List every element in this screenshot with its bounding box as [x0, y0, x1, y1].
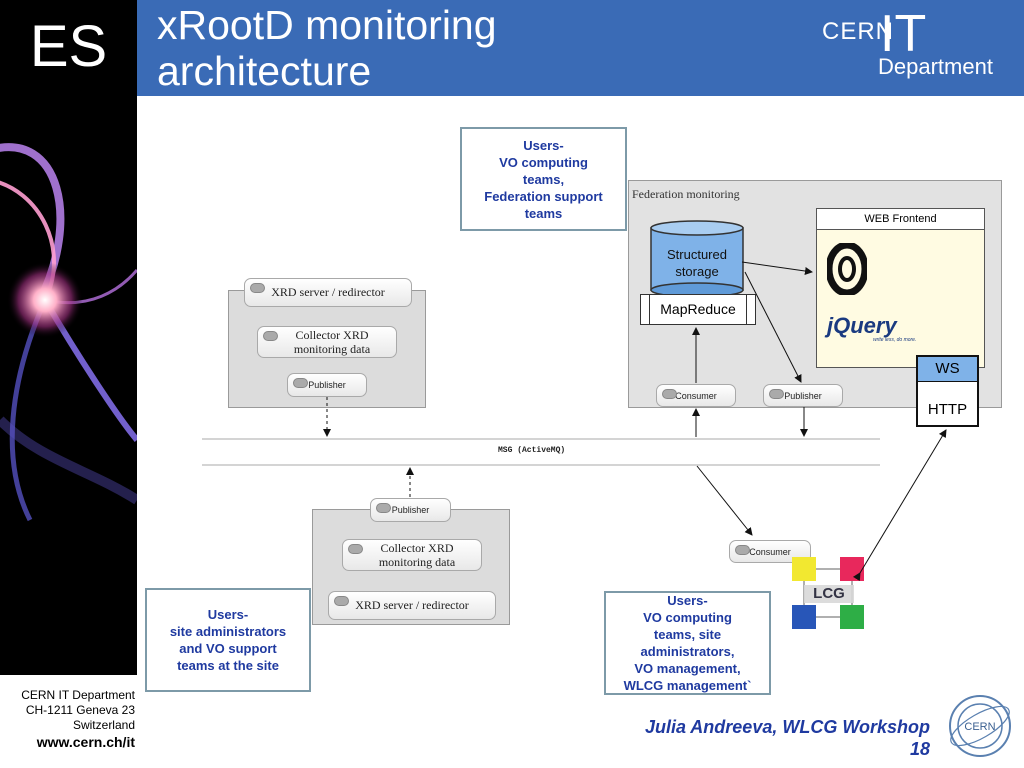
msg-to-wlcg-consumer-arrow — [696, 465, 753, 536]
jquery-tagline: write less, do more. — [873, 337, 917, 343]
users-site-box: Users- site administrators and VO suppor… — [145, 588, 311, 692]
server-icon — [250, 283, 265, 293]
lcg-text: LCG — [813, 585, 845, 602]
json-logo-icon — [825, 241, 869, 297]
users-right-line: VO computing — [643, 610, 732, 625]
federation-consumer-pill: Consumer — [656, 384, 736, 407]
lcg-logo: LCG — [792, 557, 866, 631]
users-wlcg-box: Users- VO computing teams, site administ… — [604, 591, 771, 695]
publisher-icon — [293, 378, 308, 388]
upper-xrd-server-pill: XRD server / redirector — [244, 278, 412, 307]
consumer-label: Consumer — [749, 546, 791, 557]
plasma-sidebar: ES — [0, 0, 137, 675]
publisher-label: Publisher — [391, 505, 430, 515]
credit-text: Julia Andreeva, WLCG Workshop — [644, 717, 930, 737]
consumer-icon — [735, 545, 750, 555]
server-icon — [334, 596, 349, 606]
upper-publisher-pill: Publisher — [287, 373, 367, 397]
http-label: HTTP — [927, 401, 968, 418]
structured-storage-label: Structured storage — [667, 247, 727, 279]
footer-line: Switzerland — [72, 718, 135, 732]
federation-publisher-pill: Publisher — [763, 384, 843, 407]
lower-collector-pill: Collector XRD monitoring data — [342, 539, 482, 571]
consumer-icon — [662, 389, 677, 399]
users-top-line: teams — [524, 205, 563, 221]
xrd-server-label: XRD server / redirector — [271, 285, 385, 299]
ws-http-box: WS HTTP — [916, 355, 979, 427]
lower-publisher-pill: Publisher — [370, 498, 451, 522]
logo-department-text: Department — [878, 54, 993, 79]
section-tag: ES — [29, 14, 108, 79]
plasma-image — [0, 143, 137, 522]
page-number: 18 — [909, 739, 930, 759]
collector-label: Collector XRD monitoring data — [293, 328, 371, 356]
publisher-label: Publisher — [308, 380, 346, 390]
users-top-line: Users- — [523, 137, 564, 153]
publisher-icon — [769, 389, 784, 399]
cern-emblem-icon: CERN — [944, 690, 1016, 762]
users-right-line: VO management, — [634, 661, 741, 676]
users-left-line: Users- — [207, 607, 249, 622]
msg-activemq-label: MSG (ActiveMQ) — [498, 446, 566, 455]
logo-it-text: IT — [880, 5, 927, 63]
footer-line: CH-1211 Geneva 23 — [25, 703, 135, 717]
xrd-server-label: XRD server / redirector — [355, 598, 469, 612]
users-left-line: and VO support — [179, 641, 277, 656]
collector-icon — [348, 544, 363, 554]
ws-label: WS — [918, 357, 977, 382]
users-right-line: teams, site — [653, 627, 722, 642]
wlcg-consumer-pill: Consumer — [729, 540, 811, 563]
cern-it-logo: CERN IT Department — [818, 5, 1018, 82]
slide-title: xRootD monitoring architecture — [157, 2, 497, 94]
consumer-label: Consumer — [675, 390, 717, 401]
users-right-line: administrators, — [640, 644, 735, 659]
publisher-label: Publisher — [784, 390, 822, 401]
upper-collector-pill: Collector XRD monitoring data — [257, 326, 397, 358]
footer-line: CERN IT Department — [21, 688, 135, 702]
federation-monitoring-title: Federation monitoring — [632, 187, 740, 201]
footer-address: CERN IT Department CH-1211 Geneva 23 Swi… — [0, 688, 135, 750]
users-right-line: Users- — [667, 593, 708, 608]
users-top-line: Federation support — [484, 188, 603, 204]
users-left-line: teams at the site — [177, 658, 279, 673]
jquery-logo: jQuery — [827, 313, 897, 338]
footer-credit: Julia Andreeva, WLCG Workshop 18 — [645, 716, 930, 760]
publisher-icon — [376, 503, 391, 513]
web-frontend-box: WEB Frontend jQuery write less, do more. — [816, 208, 985, 368]
mapreduce-box: MapReduce — [640, 294, 756, 325]
header-bar: xRootD monitoring architecture CERN IT D… — [137, 0, 1024, 96]
users-top-line: teams, — [522, 171, 565, 187]
collector-icon — [263, 331, 278, 341]
users-federation-box: Users- VO computing teams, Federation su… — [460, 127, 627, 231]
logo-cern-text: CERN — [822, 18, 895, 45]
svg-text:CERN: CERN — [964, 721, 995, 733]
mapreduce-label: MapReduce — [660, 301, 736, 317]
lcg-to-ws-arrow — [852, 429, 947, 582]
web-frontend-label: WEB Frontend — [817, 209, 984, 230]
footer-www-link[interactable]: www.cern.ch/it — [36, 734, 135, 750]
users-left-line: site administrators — [169, 624, 287, 639]
lower-xrd-server-pill: XRD server / redirector — [328, 591, 496, 620]
users-right-line: WLCG management` — [623, 678, 752, 693]
collector-label: Collector XRD monitoring data — [378, 541, 456, 569]
users-top-line: VO computing — [499, 154, 588, 170]
